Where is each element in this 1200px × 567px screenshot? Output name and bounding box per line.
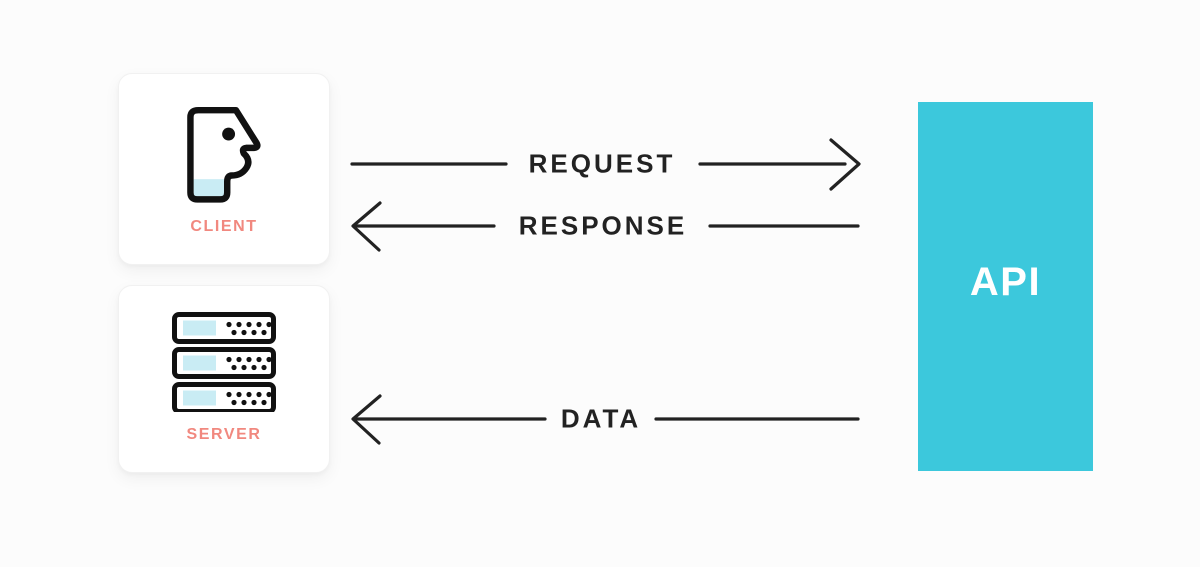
person-profile-icon (187, 106, 261, 203)
request-arrow-label: REQUEST (528, 148, 676, 179)
response-arrow-label: RESPONSE (518, 210, 688, 241)
request-arrow (350, 138, 861, 191)
server-label: SERVER (186, 426, 262, 443)
api-box: API (918, 102, 1093, 471)
data-arrow (351, 394, 860, 445)
server-card: SERVER (118, 285, 330, 473)
response-arrow (351, 201, 860, 252)
server-icon (172, 312, 276, 417)
person-icon (178, 101, 270, 209)
client-label: CLIENT (190, 218, 258, 235)
server-stack-icon (172, 312, 276, 414)
data-arrow-label: DATA (560, 403, 642, 434)
client-card: CLIENT (118, 73, 330, 265)
api-label: API (969, 260, 1042, 304)
